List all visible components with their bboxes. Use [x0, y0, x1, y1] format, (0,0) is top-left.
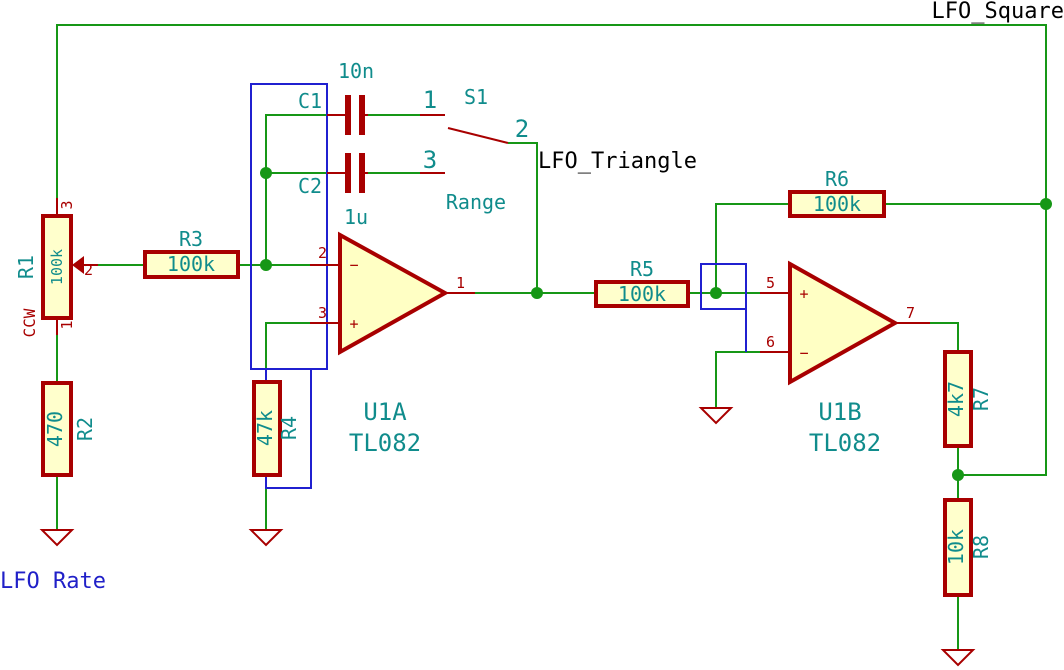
junctions — [260, 167, 1052, 481]
r2-resistor: 470 R2 — [41, 381, 97, 477]
s1-pin1: 1 — [423, 86, 437, 114]
r1-note: CCW — [20, 308, 39, 337]
ground-icon — [39, 529, 75, 547]
r8-ref: R8 — [969, 535, 993, 559]
r6-ref: R6 — [825, 167, 849, 191]
r1-pin1: 1 — [58, 320, 76, 329]
ground-icon — [940, 649, 976, 667]
c2-capacitor: 1u C2 — [298, 153, 368, 229]
r1-pin2: 2 — [84, 261, 93, 279]
c2-value: 1u — [344, 205, 368, 229]
s1-ref: S1 — [464, 85, 488, 109]
wires — [56, 24, 1047, 650]
u1b-pin7: 7 — [906, 304, 915, 322]
r7-value: 4k7 — [944, 381, 968, 417]
c1-capacitor: 10n C1 — [298, 59, 374, 135]
c2-ref: C2 — [298, 174, 322, 198]
r1-ref: R1 — [14, 255, 38, 279]
r7-resistor: 4k7 R7 — [943, 350, 993, 448]
r4-resistor: 47k R4 — [252, 380, 301, 477]
r3-resistor: 100k R3 — [143, 227, 240, 279]
u1a-inverting-sign: − — [349, 256, 358, 274]
u1a-pin3: 3 — [318, 304, 327, 322]
u1b-noninverting-sign: + — [799, 285, 808, 303]
ground-icon — [698, 407, 734, 425]
s1-pin3: 3 — [423, 146, 437, 174]
u1b-inverting-sign: − — [799, 344, 808, 362]
u1b-ref: U1B — [818, 398, 861, 426]
u1a-value: TL082 — [349, 429, 421, 457]
u1a-pin2: 2 — [318, 244, 327, 262]
r4-ref: R4 — [277, 416, 301, 440]
r5-ref: R5 — [630, 257, 654, 281]
ground-symbols — [39, 407, 976, 667]
r3-value: 100k — [167, 252, 215, 276]
r1-pin3: 3 — [58, 200, 76, 209]
u1a-pin1: 1 — [456, 274, 465, 292]
r5-value: 100k — [618, 282, 666, 306]
ground-icon — [248, 529, 284, 547]
r5-resistor: 100k R5 — [594, 257, 690, 308]
r6-value: 100k — [813, 192, 861, 216]
r1-potentiometer: 100k R1 CCW 3 2 1 — [14, 198, 98, 337]
net-label-lfo-square: LFO_Square — [932, 0, 1064, 24]
u1a-opamp: 2 3 1 − + U1A TL082 — [310, 231, 475, 457]
r3-ref: R3 — [179, 227, 203, 251]
label-lfo-rate: LFO Rate — [0, 569, 106, 594]
r1-value: 100k — [48, 249, 66, 285]
s1-switch: 1 2 3 S1 Range — [420, 85, 529, 214]
c1-value: 10n — [338, 59, 374, 83]
u1a-noninverting-sign: + — [349, 315, 358, 333]
u1b-value: TL082 — [809, 429, 881, 457]
u1b-pin5: 5 — [766, 274, 775, 292]
u1a-ref: U1A — [363, 398, 407, 426]
c1-ref: C1 — [298, 89, 322, 113]
r8-resistor: 10k R8 — [943, 498, 993, 597]
r7-ref: R7 — [969, 387, 993, 411]
r2-ref: R2 — [73, 417, 97, 441]
r8-value: 10k — [944, 529, 968, 565]
net-label-lfo-triangle: LFO_Triangle — [538, 149, 697, 174]
r6-resistor: 100k R6 — [788, 167, 886, 218]
r4-value: 47k — [253, 410, 277, 446]
u1b-opamp: 5 6 7 + − U1B TL082 — [760, 260, 930, 457]
s1-pin2: 2 — [515, 115, 529, 143]
s1-value: Range — [446, 190, 506, 214]
u1b-pin6: 6 — [766, 333, 775, 351]
r2-value: 470 — [43, 411, 67, 447]
